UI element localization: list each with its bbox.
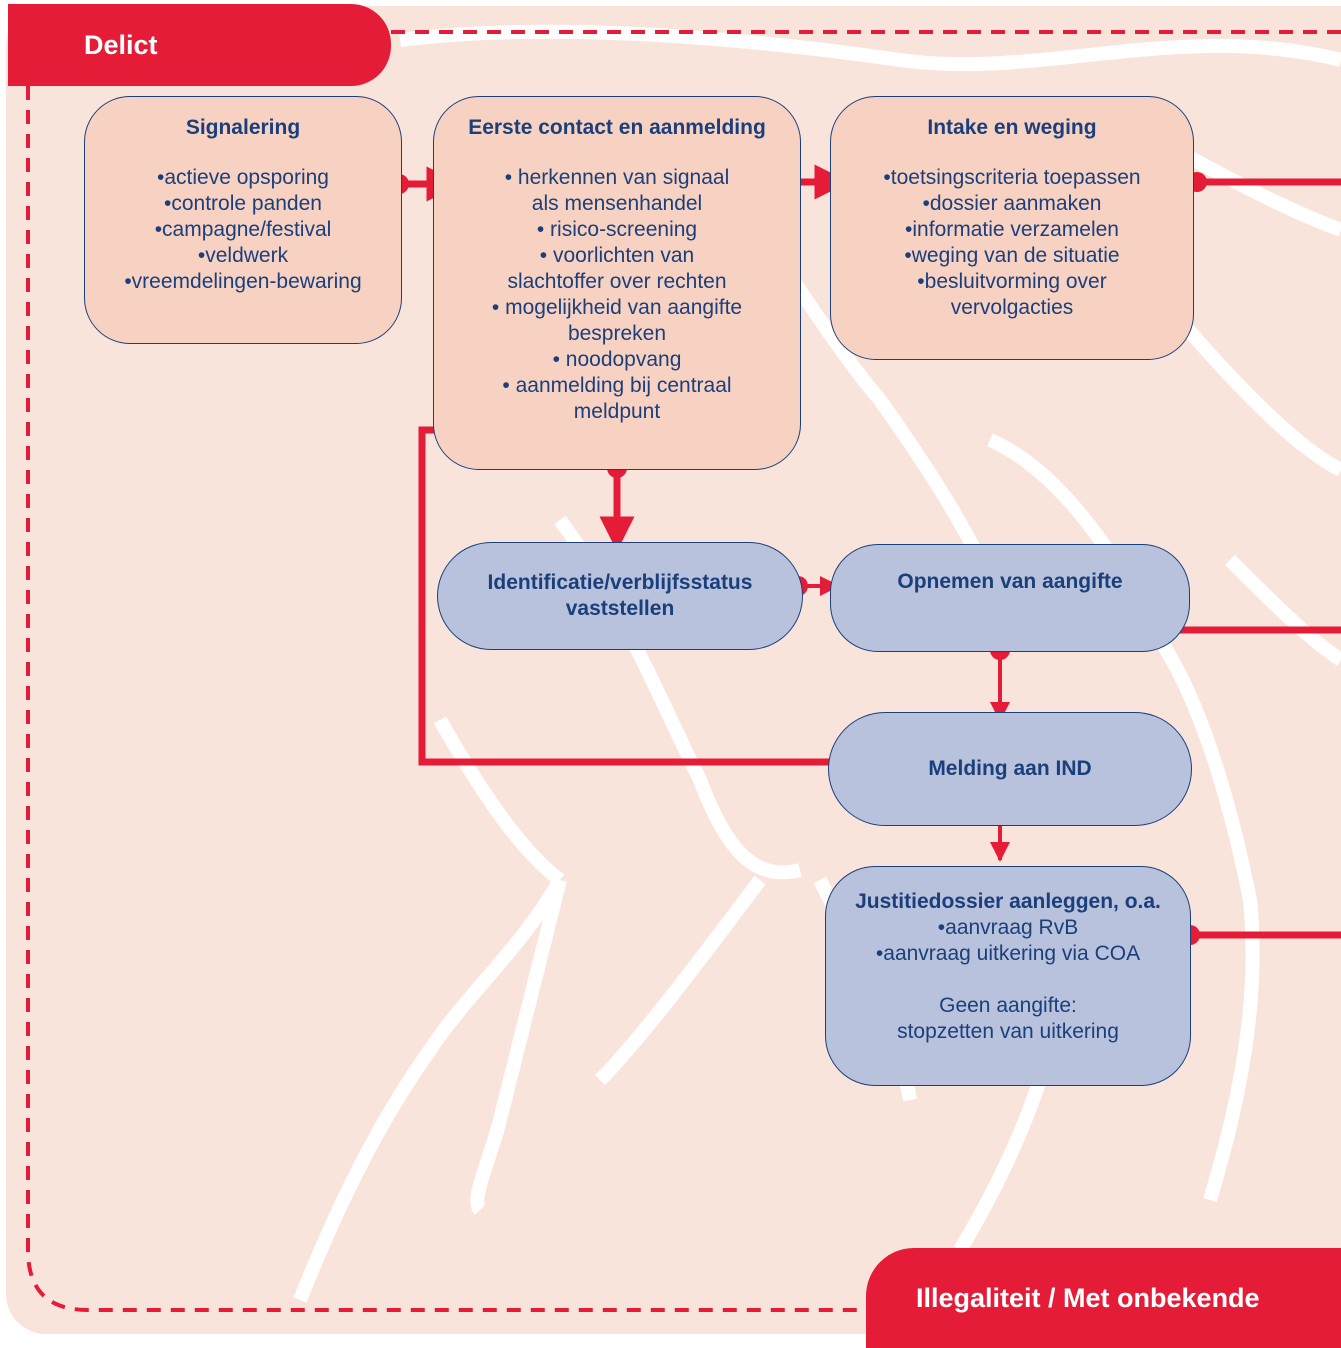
- illegaliteit-tag: Illegaliteit / Met onbekende: [866, 1248, 1341, 1348]
- list-item: • aanmelding bij centraal meldpunt: [502, 374, 732, 423]
- node-item-list: •toetsingscriteria toepassen •dossier aa…: [831, 165, 1193, 321]
- node-justitiedossier: Justitiedossier aanleggen, o.a. •aanvraa…: [825, 866, 1191, 1086]
- list-item: • noodopvang: [552, 348, 682, 371]
- dashed-border: [26, 30, 1341, 1312]
- node-title: Intake en weging: [927, 116, 1097, 139]
- node-title: Identificatie/verblijfsstatus vaststelle…: [487, 571, 753, 620]
- list-item: •aanvraag uitkering via COA: [875, 942, 1141, 965]
- list-item: • herkennen van signaal als mensenhandel: [504, 166, 730, 215]
- list-item: •toetsingscriteria toepassen: [883, 166, 1141, 189]
- node-intake: Intake en weging •toetsingscriteria toep…: [830, 96, 1194, 360]
- node-melding-ind: Melding aan IND: [828, 712, 1192, 826]
- list-item: •aanvraag RvB: [937, 916, 1079, 939]
- list-item: •veldwerk: [197, 244, 289, 267]
- list-item: • mogelijkheid van aangifte bespreken: [491, 296, 743, 345]
- node-title: Melding aan IND: [928, 757, 1092, 780]
- list-item: •weging van de situatie: [904, 244, 1120, 267]
- node-identificatie: Identificatie/verblijfsstatus vaststelle…: [437, 542, 803, 650]
- list-item: • risico-screening: [536, 218, 698, 241]
- node-title: Justitiedossier aanleggen, o.a.: [855, 890, 1161, 913]
- node-note: Geen aangifte: stopzetten van uitkering: [897, 994, 1119, 1043]
- node-eerste-contact: Eerste contact en aanmelding • herkennen…: [433, 96, 801, 470]
- list-item: •controle panden: [164, 192, 322, 215]
- node-item-list: •actieve opsporing •controle panden •cam…: [85, 165, 401, 295]
- node-signalering: Signalering •actieve opsporing •controle…: [84, 96, 402, 344]
- list-item: • voorlichten van slachtoffer over recht…: [507, 244, 727, 293]
- node-title: Opnemen van aangifte: [897, 570, 1123, 593]
- list-item: •dossier aanmaken: [922, 192, 1102, 215]
- node-item-list: • herkennen van signaal als mensenhandel…: [434, 165, 800, 425]
- list-item: •vreemdelingen-bewaring: [124, 270, 362, 293]
- list-item: •informatie verzamelen: [905, 218, 1119, 241]
- node-item-list: •aanvraag RvB •aanvraag uitkering via CO…: [826, 915, 1190, 967]
- list-item: •campagne/festival: [154, 218, 332, 241]
- delict-tag: Delict: [8, 4, 391, 86]
- list-item: •actieve opsporing: [157, 166, 329, 189]
- list-item: •besluitvorming over vervolgacties: [917, 270, 1107, 319]
- node-aangifte: Opnemen van aangifte: [830, 544, 1190, 652]
- node-title: Signalering: [185, 116, 301, 139]
- node-title: Eerste contact en aanmelding: [468, 116, 766, 139]
